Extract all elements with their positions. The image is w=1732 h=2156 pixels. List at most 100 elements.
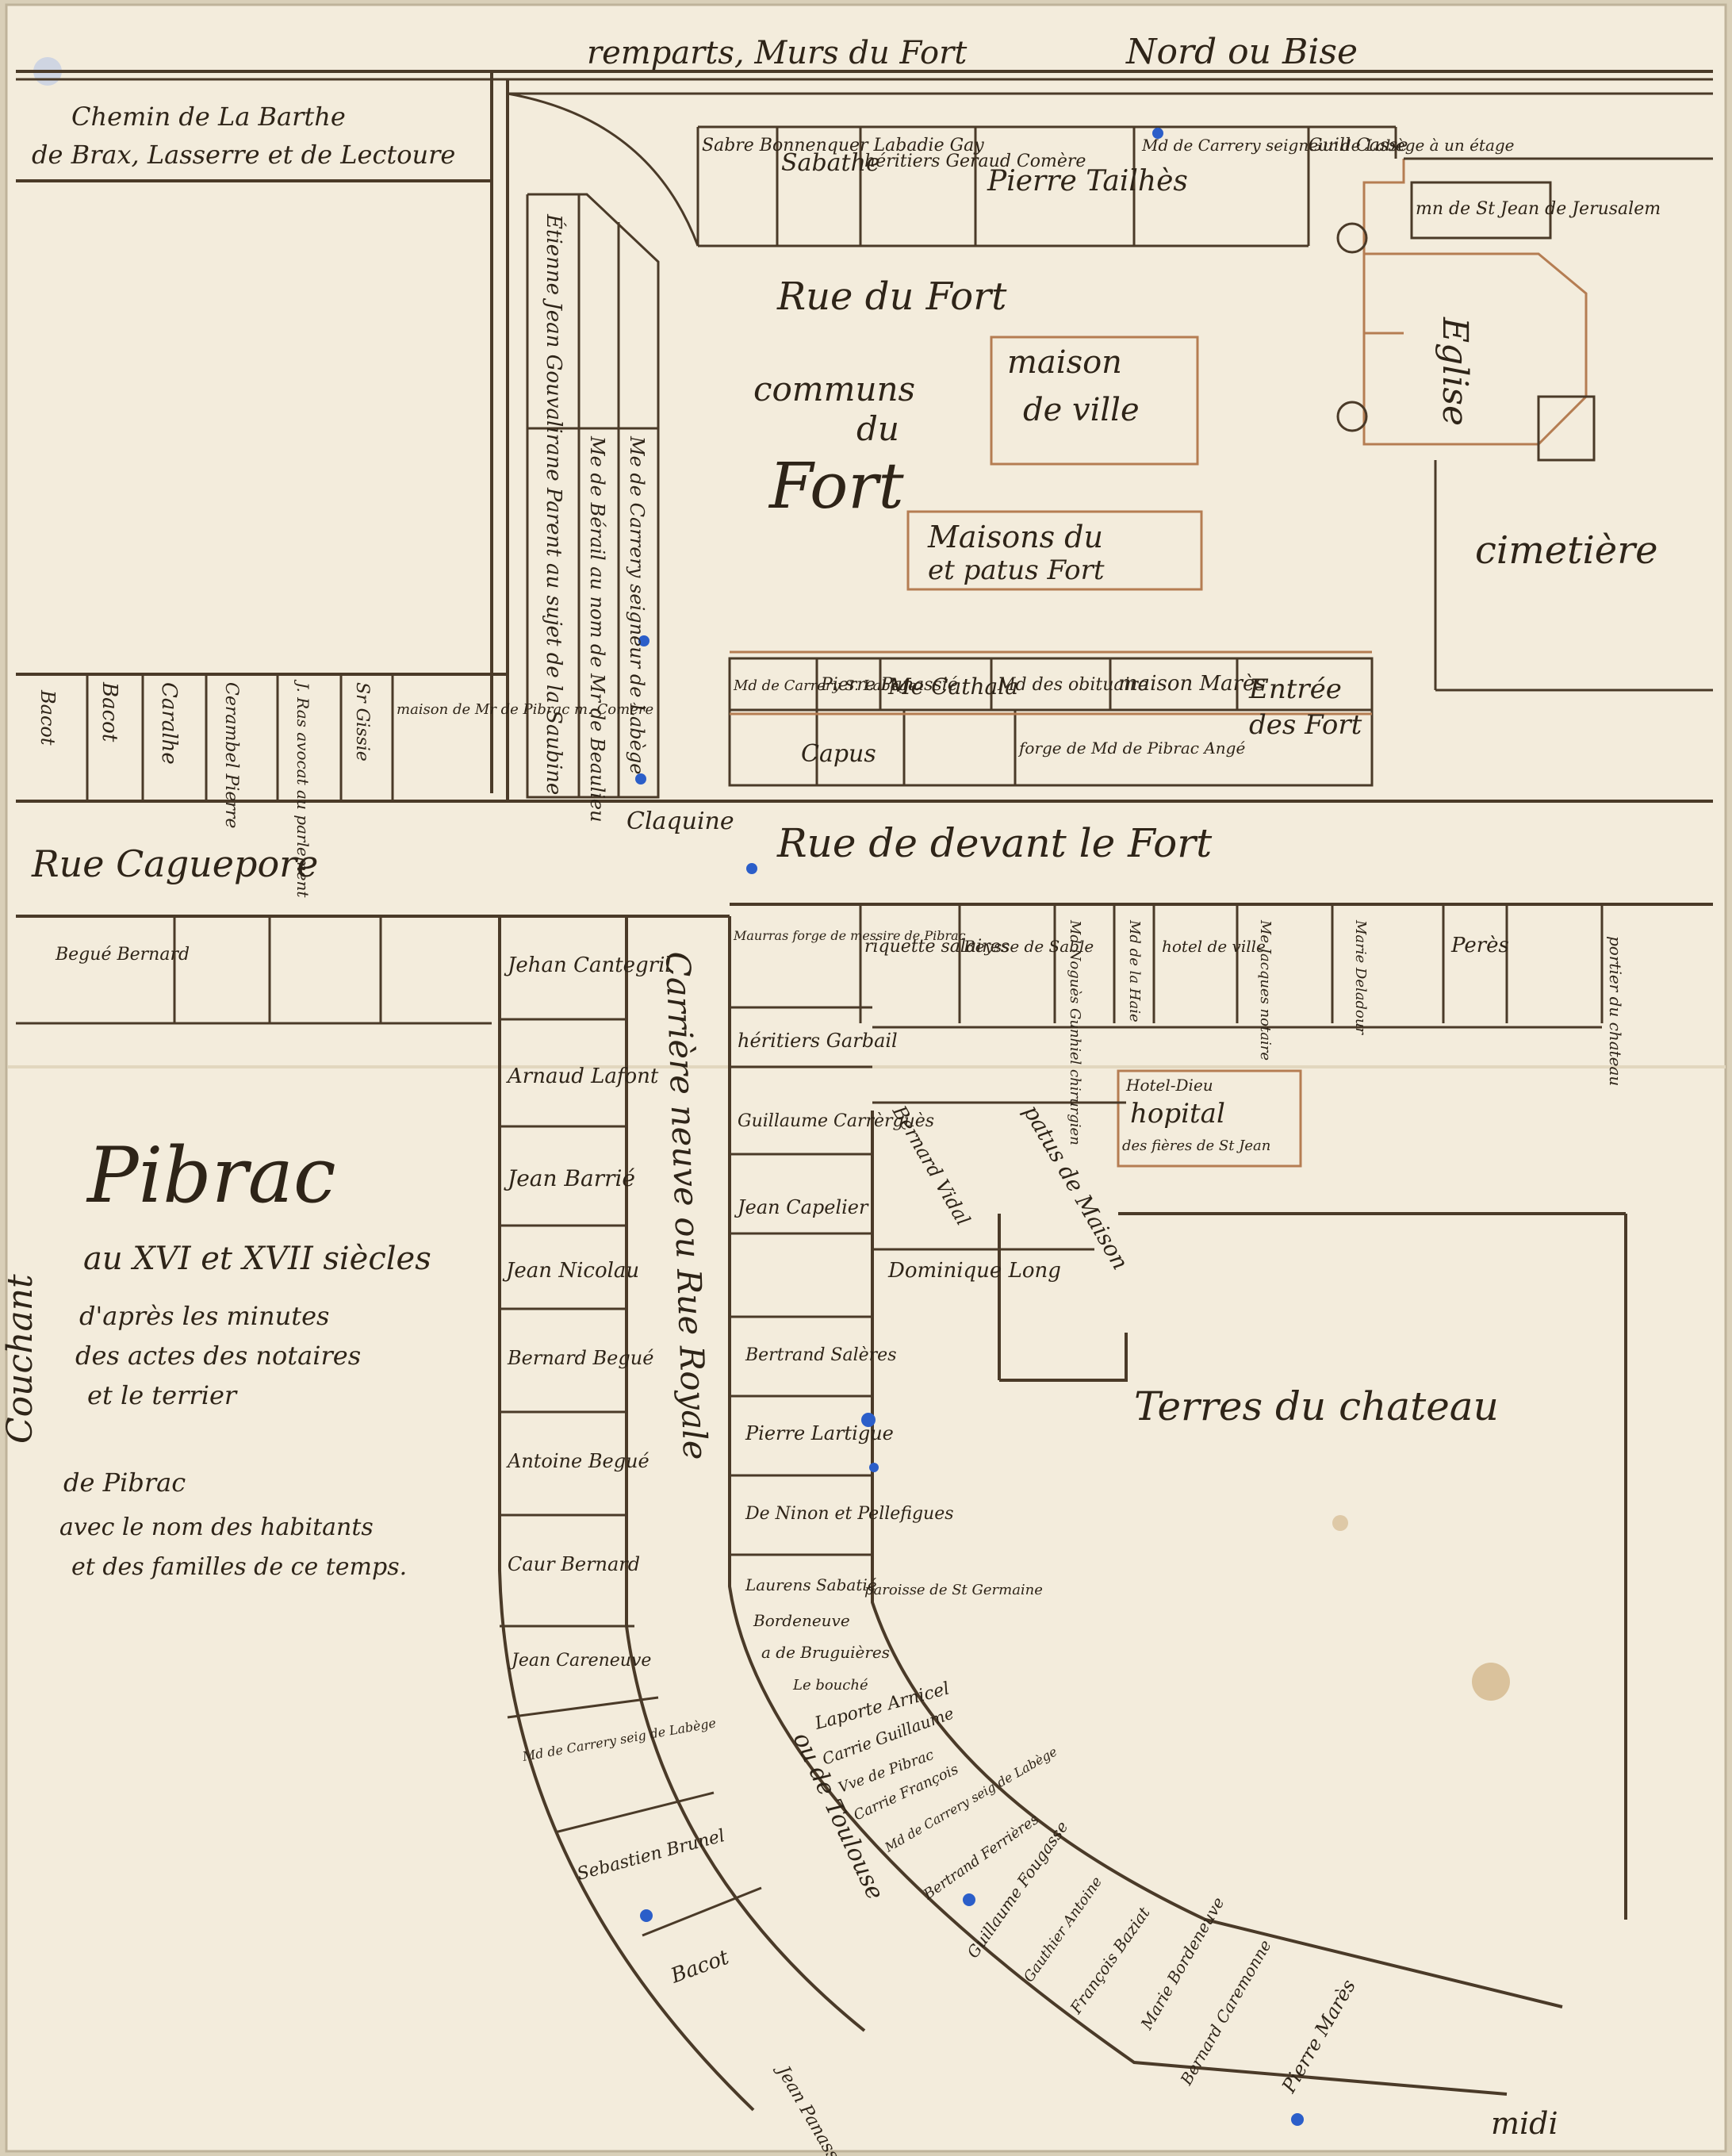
maisons-fort-label-2: et patus Fort [928,554,1105,586]
maison-ville-label-1: maison [1007,344,1122,381]
owner-label: Sr Gissie [352,682,372,762]
owner-label: Caralhe [157,682,181,765]
owner-label: Bacot [98,681,121,742]
owner-label: Bordeneuve [753,1611,850,1630]
owner-label: héritiers Geraud Comère [864,152,1086,171]
east-row-owner-labels: Maurras forge de messire de Pibrac rique… [733,919,1625,1145]
hopital-label-3: des fières de St Jean [1122,1137,1270,1154]
owner-label: maison de Mr de Pibrac m. Comère [397,701,653,718]
map-title: Pibrac [86,1131,336,1220]
owner-label: Me Cathala [887,673,1018,700]
owner-label: paroisse de St Germaine [864,1582,1043,1598]
entree-label-1: Entrée [1248,673,1342,705]
maisons-fort-label-1: Maisons du [927,520,1103,554]
carriere-curves [498,916,1627,2112]
owner-label: Jean Careneuve [508,1651,651,1671]
entree-label-2: des Fort [1249,709,1362,741]
owner-label: Me de Bérail au nom de Mr de Beaulieu [586,435,608,823]
owner-label: Perès [1450,934,1509,957]
owner-label: riquette salaires [864,937,1010,957]
owner-label: Jean Capelier [734,1196,869,1218]
owner-label: Étienne Jean Gouvalirane Parent au sujet… [542,213,567,795]
rue-caguepore-label: Rue Caguepore [31,842,318,885]
owner-label: Bertrand Salères [745,1345,897,1365]
owner-label: Jean Nicolau [502,1259,639,1283]
blue-ink-dots [635,128,1304,2126]
south-label: midi [1491,2106,1558,2141]
stain [1332,1515,1348,1531]
owner-label: Maurras forge de messire de Pibrac [733,928,966,943]
owner-label: Me Jacques notaire [1257,919,1274,1061]
owner-label: Beysse de Sable [963,937,1094,956]
owner-label: Jehan Cantegril [504,953,672,977]
top-row-houses [696,125,1397,247]
eglise-label: Eglise [1435,316,1475,426]
owner-label: Bernard Begué [507,1347,653,1369]
middle-row-owner-labels: Md de Carrery S. Labège Pierre Panassié … [733,672,1266,768]
left-column-owner-labels: Étienne Jean Gouvalirane Parent au sujet… [542,213,648,823]
owner-label: maison Marès [1118,672,1266,696]
owner-label: Pierre Tailhès [987,165,1188,198]
rue-devant-fort-label: Rue de devant le Fort [776,820,1213,866]
communs-label-1: communs [753,370,915,409]
owner-label: Le bouché [792,1677,868,1694]
cimetiere-label: cimetière [1475,528,1658,573]
west-row-owner-labels: Bacot Bacot Caralhe Cerambel Pierre J. R… [36,679,653,965]
owner-label: Caur Bernard [508,1553,640,1575]
chemin-label-2: de Brax, Lasserre et de Lectoure [32,140,455,170]
middle-row-houses [728,657,1374,787]
church-outline [1336,157,1713,692]
jerusalem-label: mn de St Jean de Jerusalem [1416,199,1661,219]
communs-label-2: du [856,409,899,448]
description-line: et des familles de ce temps. [71,1553,407,1581]
map-subtitle: au XVI et XVII siècles [83,1241,431,1277]
owner-label: forge de Md de Pibrac Angé [1017,738,1245,758]
description-line: de Pibrac [63,1467,186,1498]
north-label: Nord ou Bise [1125,32,1358,72]
west-row-dividers [16,674,492,1025]
owner-label: Guillaume Carrèrguès [738,1111,934,1131]
owner-label: Md des obituaire [997,675,1148,695]
west-blocks [16,71,1713,918]
hopital-label-2: hopital [1130,1098,1225,1130]
owner-label: Me de Carrery seigneur de Labège [626,435,648,774]
owner-label: portier du chateau [1606,936,1625,1086]
hopital-box [1117,1069,1302,1168]
left-column-block [507,92,699,799]
owner-label: a de Bruguières [761,1643,890,1662]
ramparts-label: remparts, Murs du Fort [587,35,968,71]
stain [1472,1663,1510,1701]
chemin-label-1: Chemin de La Barthe [71,102,346,132]
owner-label: Sabathe [781,149,880,177]
terres-chateau-label: Terres du chateau [1134,1383,1499,1429]
communs-label-3: Fort [768,449,905,523]
paper-background [5,3,1727,2153]
ramparts-lines [16,70,1713,95]
maisons-du-fort-box [906,510,1203,591]
owner-label: Md de Carrery S. Labège [733,677,917,694]
owner-label: Begué Bernard [55,945,190,965]
owner-label: Jean Barrié [504,1165,635,1191]
owner-label: hotel de ville [1162,937,1266,956]
outer-curve-dividers [500,1006,1126,1937]
middle-row-brown [730,650,1372,715]
owner-label: Cerambel Pierre [221,682,241,828]
owner-label: Antoine Begué [506,1450,650,1472]
hopital-label-1: Hotel-Dieu [1125,1076,1213,1095]
claquine-label: Claquine [627,808,734,835]
owner-label: Bacot [36,689,59,746]
top-row-owner-labels: Sabre Bonnenquer Labadie Gay Sabathe hér… [702,136,1515,198]
rue-du-fort-label: Rue du Fort [776,274,1007,319]
description-line: avec le nom des habitants [59,1513,374,1541]
description-line: des actes des notaires [75,1341,361,1371]
owner-label: Guill Casse [1309,136,1408,155]
owner-label: Md de Carrery seigneur de Labège à un ét… [1141,136,1515,155]
owner-label: Sabre Bonnenquer Labadie Gay [702,136,984,155]
owner-label: De Ninon et Pellefigues [745,1504,954,1524]
maison-ville-label-2: de ville [1023,392,1140,428]
owner-label: Arnaud Lafont [506,1065,659,1088]
owner-label: J. Ras avocat au parlement [293,679,312,898]
description-line: d'après les minutes [79,1301,329,1331]
owner-label: Capus [801,740,876,768]
